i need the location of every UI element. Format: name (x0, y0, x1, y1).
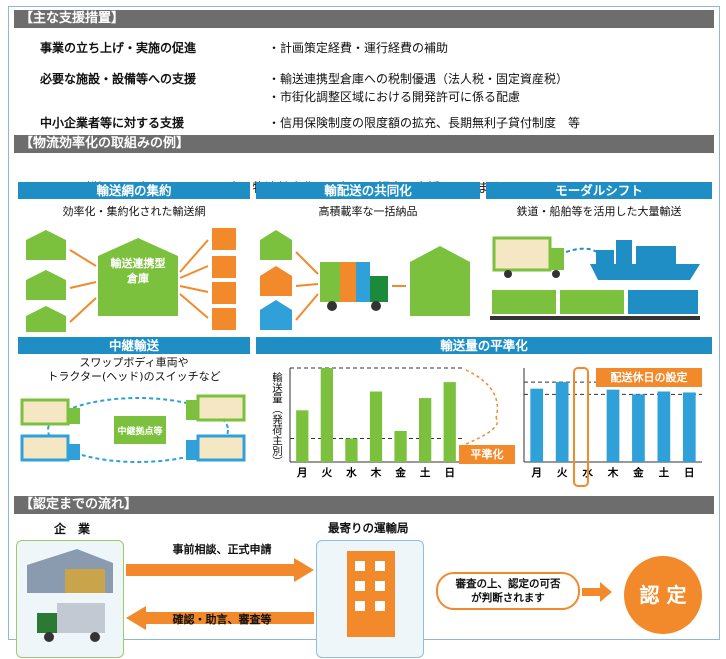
bar-4 (632, 394, 645, 462)
destination-boxes (212, 228, 236, 330)
panel-sub-modal-shift: 鉄道・船舶等を活用した大量輸送 (516, 205, 682, 218)
bar-3 (369, 391, 383, 462)
holiday-highlight (573, 367, 589, 487)
x-tick-label: 土 (420, 466, 431, 479)
company-label: 企 業 (54, 522, 91, 536)
relay-point-label: 中継拠点等 (117, 427, 163, 437)
panel-title-relay: 中継輸送 (18, 337, 250, 354)
bar-3 (606, 389, 620, 462)
logistics-warehouse-icon (98, 238, 178, 316)
panel-title-joint-delivery: 輸配送の共同化 (256, 182, 480, 199)
support-desc-1: ・計画策定経費・運行経費の補助 (268, 41, 449, 55)
x-tick-label: 日 (444, 467, 455, 479)
bar-4 (394, 430, 407, 462)
x-tick-label: 金 (394, 466, 406, 479)
delivery-destination-icon (410, 246, 470, 316)
support-desc-2a: ・輸送連携型倉庫への税制優遇（法人税・固定資産税） (268, 72, 569, 86)
arrow-left-label: 確認・助言、審査等 (172, 613, 272, 626)
company-card (16, 540, 124, 658)
x-tick-label: 水 (345, 466, 357, 479)
x-tick-label: 日 (684, 467, 695, 479)
x-tick-label: 火 (322, 467, 333, 479)
leveling-chart: 月火水木金土日 月火水木金土日 (289, 367, 702, 487)
office-building-icon (347, 551, 395, 637)
bar-2 (345, 438, 358, 462)
support-title-3: 中小企業者等に対する支援 (40, 116, 185, 130)
panel-title-leveling: 輸送量の平準化 (256, 337, 712, 354)
origin-warehouses (26, 230, 66, 332)
bar-1 (320, 368, 333, 462)
bar-5 (419, 398, 432, 462)
panel-title-modal-shift: モーダルシフト (486, 182, 712, 199)
x-tick-label: 火 (557, 467, 568, 479)
bar-5 (657, 391, 671, 462)
truck-icon (20, 434, 80, 462)
bureau-label: 最寄りの運輸局 (328, 521, 409, 535)
panel-title-consolidation: 輸送網の集約 (18, 182, 250, 199)
bureau-card (316, 540, 424, 658)
support-section-header: 【主な支援措置】 (14, 10, 714, 28)
truck-icon (186, 394, 246, 422)
relay-diagram (20, 394, 246, 463)
x-tick-label: 月 (530, 467, 542, 479)
arrow-right-icon (582, 582, 612, 602)
company-building-icon (27, 549, 113, 642)
train-icon (490, 290, 700, 320)
x-tick-label: 月 (296, 467, 308, 479)
truck-icon (186, 434, 246, 462)
bar-1 (555, 382, 569, 462)
holiday-tag: 配送休日の設定 (596, 368, 702, 387)
x-tick-label: 木 (607, 466, 619, 479)
leveling-tag: 平準化 (459, 445, 515, 464)
relay-point-icon (114, 416, 166, 444)
arrow-right-label: 事前相談、正式申請 (172, 543, 272, 556)
warehouse-label: 輸送連携型 倉庫 (110, 257, 166, 285)
modal-shift-diagram (490, 236, 700, 320)
approval-circle: 認 定 (624, 556, 702, 634)
support-desc-3: ・信用保険制度の限度額の拡充、長期無利子貸付制度 等 (268, 116, 581, 130)
bar-6 (443, 382, 456, 462)
bar-6 (682, 392, 696, 462)
arrow-right-icon (126, 558, 314, 582)
support-title-1: 事業の立ち上げ・実施の促進 (40, 41, 197, 55)
review-box: 審査の上、認定の可否 が判断されます (436, 572, 580, 610)
support-desc-2b: ・市街化調整区域における開発許可に係る配慮 (268, 90, 521, 104)
truck-icon (320, 262, 388, 311)
x-tick-label: 木 (370, 466, 382, 479)
truck-icon (20, 398, 80, 426)
panel-sub-joint-delivery: 高積載率な一括納品 (318, 205, 418, 218)
bar-0 (296, 410, 309, 462)
panel-sub-relay: スワップボディ車両や トラクター(ヘッド)のスイッチなど (47, 356, 221, 383)
x-tick-label: 土 (659, 466, 670, 479)
panel-sub-consolidation: 効率化・集約化された輸送網 (62, 205, 206, 218)
flow-arrows (126, 558, 314, 630)
examples-section-header: 【物流効率化の取組みの例】 (14, 135, 714, 153)
y-axis-label: 輸送量（発荷主別） (271, 372, 283, 467)
x-tick-label: 金 (632, 466, 644, 479)
consolidation-diagram (26, 228, 236, 332)
truck-icon (37, 603, 105, 642)
ship-icon (590, 240, 700, 280)
joint-delivery-diagram (260, 230, 470, 330)
arrow-left-icon (126, 606, 314, 630)
truck-icon (492, 236, 564, 278)
support-title-2: 必要な施設・設備等への支援 (40, 72, 197, 86)
bar-0 (530, 388, 544, 462)
flow-section-header: 【認定までの流れ】 (14, 496, 714, 514)
